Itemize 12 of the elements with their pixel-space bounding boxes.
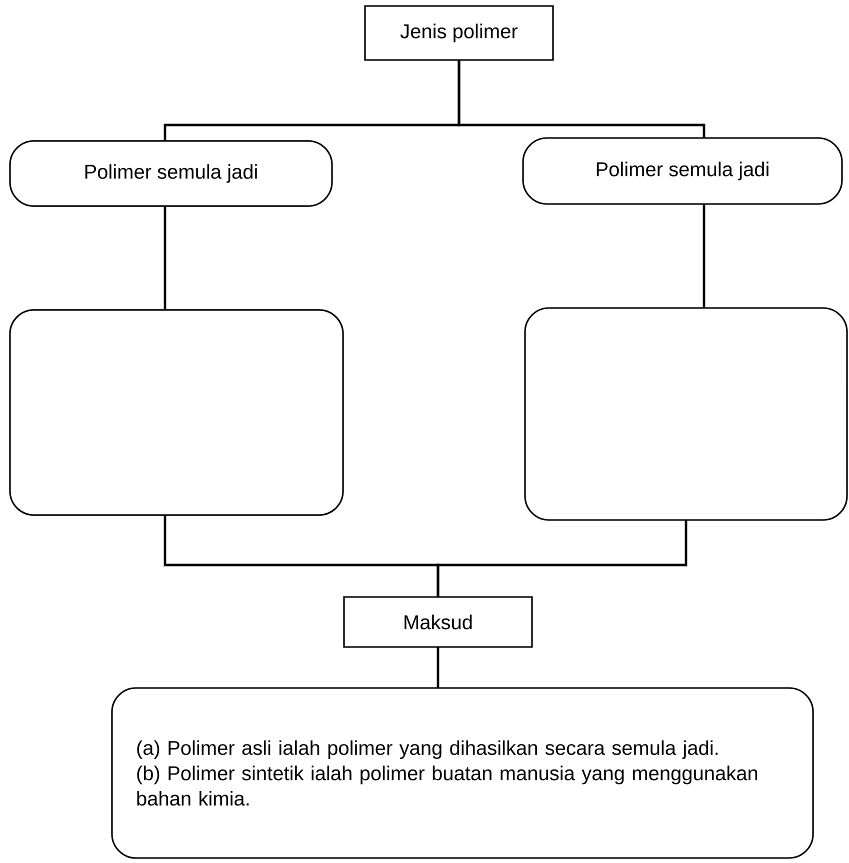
rounded-box: Polimer semula jadi [9, 140, 333, 207]
rounded-box: Polimer semula jadi [522, 137, 843, 205]
connector-line [164, 206, 166, 310]
text-box: (a) Polimer asli ialah polimer yang dihasilkan secara semula jadi. (b) Polimer sintetik ialah polimer buatan manusia yang menggunakan bahan kimia. [111, 687, 814, 859]
process-box: Jenis polimer [364, 5, 554, 61]
connector-line [436, 520, 688, 598]
connector-line [436, 646, 440, 688]
empty-box [9, 309, 344, 516]
connector-line [458, 60, 706, 138]
process-box: Maksud [343, 596, 533, 648]
empty-box [524, 307, 848, 521]
connector-line [702, 204, 706, 308]
